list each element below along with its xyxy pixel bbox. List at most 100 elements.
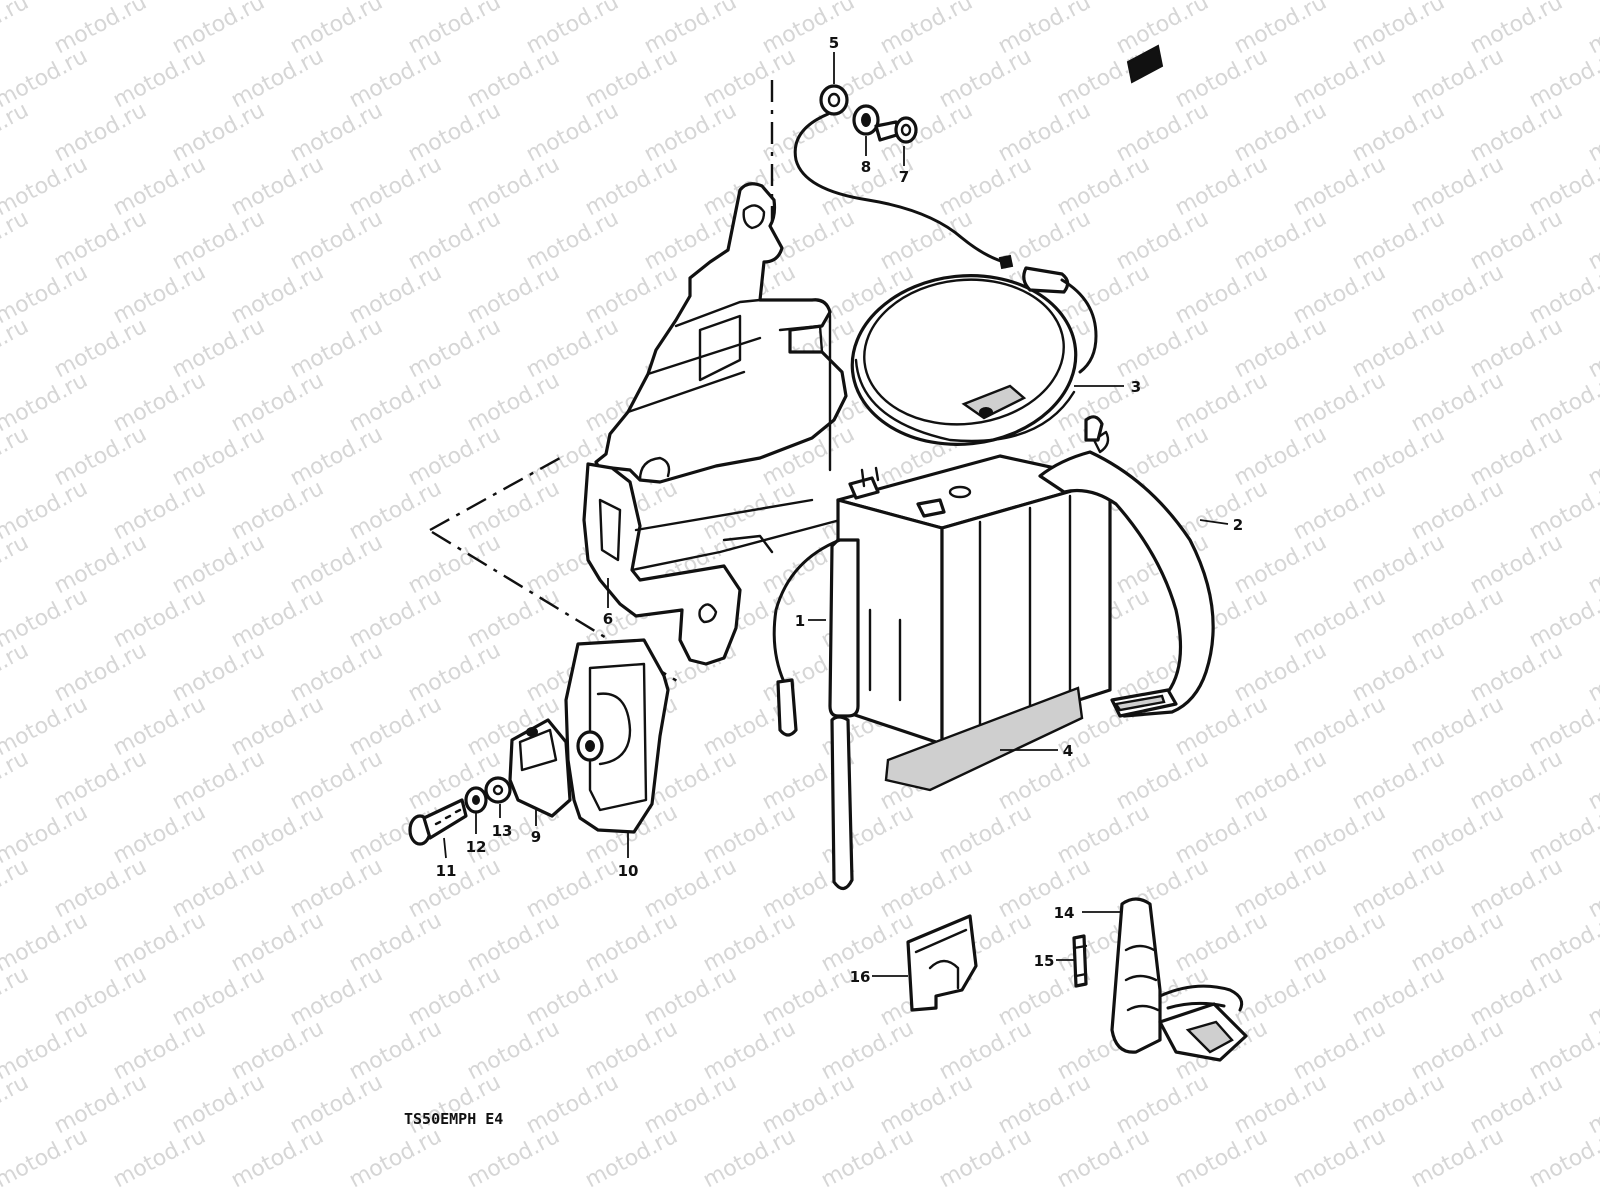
watermark-text: motod.ru [581,260,682,329]
watermark-text: motod.ru [699,908,800,977]
watermark-text: motod.ru [286,206,387,275]
watermark-text: motod.ru [522,0,623,59]
watermark-text: motod.ru [345,1016,446,1085]
watermark-text: motod.ru [345,908,446,977]
watermark-text: motod.ru [109,584,210,653]
watermark-text: motod.ru [758,962,859,1031]
watermark-text: motod.ru [0,1070,33,1139]
part-11-screw [408,798,468,846]
watermark-text: motod.ru [286,746,387,815]
watermark-text: motod.ru [50,962,151,1031]
watermark-text: motod.ru [1053,1124,1154,1193]
watermark-text: motod.ru [1525,152,1600,221]
watermark-text: motod.ru [699,1016,800,1085]
watermark-text: motod.ru [50,314,151,383]
watermark-text: motod.ru [0,206,33,275]
watermark-text: motod.ru [404,314,505,383]
watermark-text: motod.ru [0,422,33,491]
watermark-text: motod.ru [345,260,446,329]
diagram-code: TS50EMPH E4 [404,1110,503,1128]
watermark-text: motod.ru [168,1070,269,1139]
watermark-text: motod.ru [1112,1070,1213,1139]
callout-14: 14 [1054,904,1075,922]
watermark-text: motod.ru [463,368,564,437]
watermark-text: motod.ru [227,1016,328,1085]
watermark-text: motod.ru [1230,422,1331,491]
watermark-text: motod.ru [168,746,269,815]
watermark-text: motod.ru [1407,44,1508,113]
watermark-text: motod.ru [640,0,741,59]
watermark-text: motod.ru [0,530,33,599]
watermark-text: motod.ru [109,260,210,329]
watermark-text: motod.ru [227,584,328,653]
watermark-text: motod.ru [817,908,918,977]
watermark-text: motod.ru [1230,962,1331,1031]
watermark-text: motod.ru [1584,962,1600,1031]
watermark-text: motod.ru [522,854,623,923]
watermark-text: motod.ru [640,1070,741,1139]
watermark-text: motod.ru [50,422,151,491]
watermark-text: motod.ru [1407,800,1508,869]
callout-4: 4 [1063,742,1073,760]
watermark-text: motod.ru [699,44,800,113]
watermark-text: motod.ru [994,0,1095,59]
part-9-relay [508,718,572,818]
watermark-text: motod.ru [1053,800,1154,869]
part-13-washer [484,776,512,804]
callout-8: 8 [861,158,871,176]
watermark-text: motod.ru [581,152,682,221]
watermark-text: motod.ru [227,800,328,869]
part-12-washer [464,786,488,814]
watermark-text: motod.ru [994,746,1095,815]
watermark-text: motod.ru [463,476,564,545]
watermark-text: motod.ru [0,854,33,923]
watermark-text: motod.ru [935,1124,1036,1193]
part-6-battery-holder [582,182,848,666]
watermark-text: motod.ru [109,368,210,437]
watermark-text: motod.ru [1171,152,1272,221]
watermark-text: motod.ru [640,962,741,1031]
watermark-text: motod.ru [1525,368,1600,437]
callout-9: 9 [531,828,541,846]
watermark-text: motod.ru [168,854,269,923]
watermark-text: motod.ru [345,584,446,653]
watermark-text: motod.ru [581,1124,682,1193]
watermark-text: motod.ru [1466,638,1567,707]
watermark-text: motod.ru [0,1124,92,1193]
watermark-text: motod.ru [1466,530,1567,599]
callout-13: 13 [492,822,513,840]
part-2-strap [1038,415,1215,718]
watermark-text: motod.ru [1289,908,1390,977]
watermark-text: motod.ru [758,1070,859,1139]
watermark-text: motod.ru [1289,260,1390,329]
watermark-text: motod.ru [522,1070,623,1139]
part-8-washer [852,104,880,136]
watermark-text: motod.ru [935,152,1036,221]
watermark-text: motod.ru [1230,854,1331,923]
watermark-text: motod.ru [1230,0,1331,59]
watermark-text: motod.ru [109,692,210,761]
watermark-text: motod.ru [1230,530,1331,599]
watermark-text: motod.ru [1407,692,1508,761]
watermark-text: motod.ru [876,854,977,923]
watermark-text: motod.ru [758,0,859,59]
watermark-text: motod.ru [1407,1016,1508,1085]
watermark-text: motod.ru [1053,260,1154,329]
part-4-pad [884,686,1084,792]
watermark-text: motod.ru [1230,98,1331,167]
watermark-text: motod.ru [286,638,387,707]
watermark-text: motod.ru [463,260,564,329]
watermark-text: motod.ru [50,0,151,59]
part-5-terminal-lead [793,84,1014,270]
watermark-text: motod.ru [345,1124,446,1193]
watermark-text: motod.ru [168,206,269,275]
watermark-text: motod.ru [1112,314,1213,383]
watermark-text: motod.ru [1289,368,1390,437]
watermark-text: motod.ru [50,530,151,599]
watermark-text: motod.ru [227,152,328,221]
watermark-text: motod.ru [1289,1124,1390,1193]
part-15-fuse [1072,934,1088,988]
alignment-line-upper [429,456,561,532]
watermark-text: motod.ru [50,638,151,707]
